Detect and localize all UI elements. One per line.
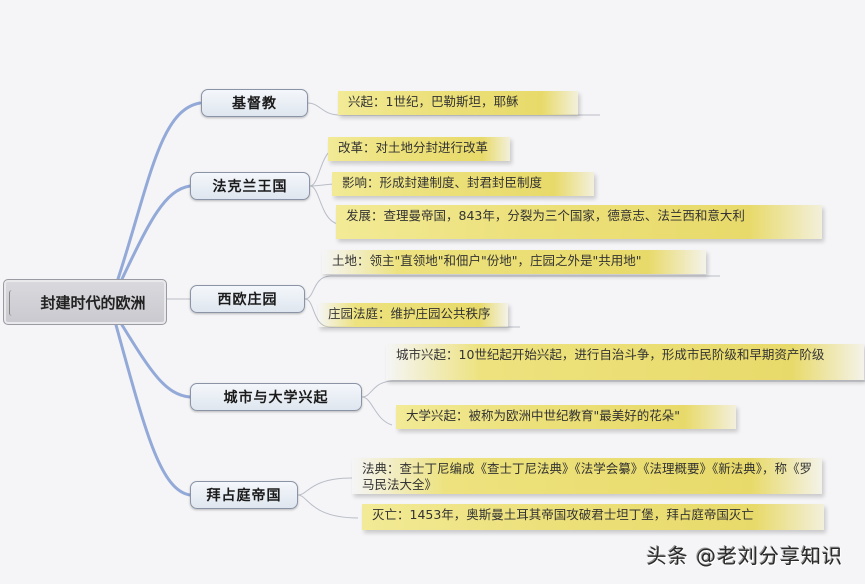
topic-node-manor[interactable]: 西欧庄园 — [190, 285, 305, 313]
topic-label: 拜占庭帝国 — [206, 488, 282, 504]
topic-label: 西欧庄园 — [217, 292, 278, 308]
note-text: 兴起：1世纪，巴勒斯坦，耶稣 — [348, 94, 519, 109]
topic-node-frankish-kingdom[interactable]: 法克兰王国 — [190, 172, 310, 200]
note-byzantine-fall[interactable]: 灭亡：1453年，奥斯曼土耳其帝国攻破君士坦丁堡，拜占庭帝国灭亡 — [362, 504, 824, 530]
note-text: 庄园法庭：维护庄园公共秩序 — [328, 306, 491, 321]
note-text: 大学兴起：被称为欧洲中世纪教育"最美好的花朵" — [406, 408, 680, 423]
topic-node-byzantine[interactable]: 拜占庭帝国 — [190, 481, 298, 509]
topic-label: 基督教 — [232, 96, 277, 112]
topic-node-christianity[interactable]: 基督教 — [201, 89, 308, 117]
note-byzantine-law-code[interactable]: 法典：查士丁尼编成《查士丁尼法典》《法学会纂》《法理概要》《新法典》，称《罗马民… — [352, 458, 822, 494]
note-university-rise[interactable]: 大学兴起：被称为欧洲中世纪教育"最美好的花朵" — [396, 405, 736, 429]
topic-label: 法克兰王国 — [212, 179, 288, 195]
root-label: 封建时代的欧洲 — [40, 293, 146, 312]
note-frankish-reform[interactable]: 改革：对土地分封进行改革 — [328, 137, 510, 161]
root-node[interactable]: 封建时代的欧洲 — [3, 279, 167, 325]
note-text: 土地：领主"直领地"和佃户"份地"，庄园之外是"共用地" — [332, 253, 642, 268]
note-christianity-rise[interactable]: 兴起：1世纪，巴勒斯坦，耶稣 — [338, 91, 578, 115]
topic-node-cities-universities[interactable]: 城市与大学兴起 — [190, 383, 362, 411]
note-text: 改革：对土地分封进行改革 — [338, 140, 489, 155]
note-text: 法典：查士丁尼编成《查士丁尼法典》《法学会纂》《法理概要》《新法典》，称《罗马民… — [362, 461, 813, 492]
watermark: 头条 @老刘分享知识 — [646, 544, 843, 568]
topic-label: 城市与大学兴起 — [223, 390, 329, 406]
note-text: 城市兴起：10世纪起开始兴起，进行自治斗争，形成市民阶级和早期资产阶级 — [396, 347, 825, 362]
note-frankish-development[interactable]: 发展：查理曼帝国，843年，分裂为三个国家，德意志、法兰西和意大利 — [336, 205, 822, 239]
note-text: 灭亡：1453年，奥斯曼土耳其帝国攻破君士坦丁堡，拜占庭帝国灭亡 — [372, 507, 754, 522]
note-manor-land[interactable]: 土地：领主"直领地"和佃户"份地"，庄园之外是"共用地" — [322, 250, 706, 274]
note-text: 影响：形成封建制度、封君封臣制度 — [342, 175, 543, 190]
note-manor-court[interactable]: 庄园法庭：维护庄园公共秩序 — [318, 303, 508, 327]
collapse-handle-icon[interactable] — [9, 290, 15, 316]
note-city-rise[interactable]: 城市兴起：10世纪起开始兴起，进行自治斗争，形成市民阶级和早期资产阶级 — [386, 344, 864, 380]
note-text: 发展：查理曼帝国，843年，分裂为三个国家，德意志、法兰西和意大利 — [346, 208, 745, 223]
note-frankish-impact[interactable]: 影响：形成封建制度、封君封臣制度 — [332, 172, 594, 196]
